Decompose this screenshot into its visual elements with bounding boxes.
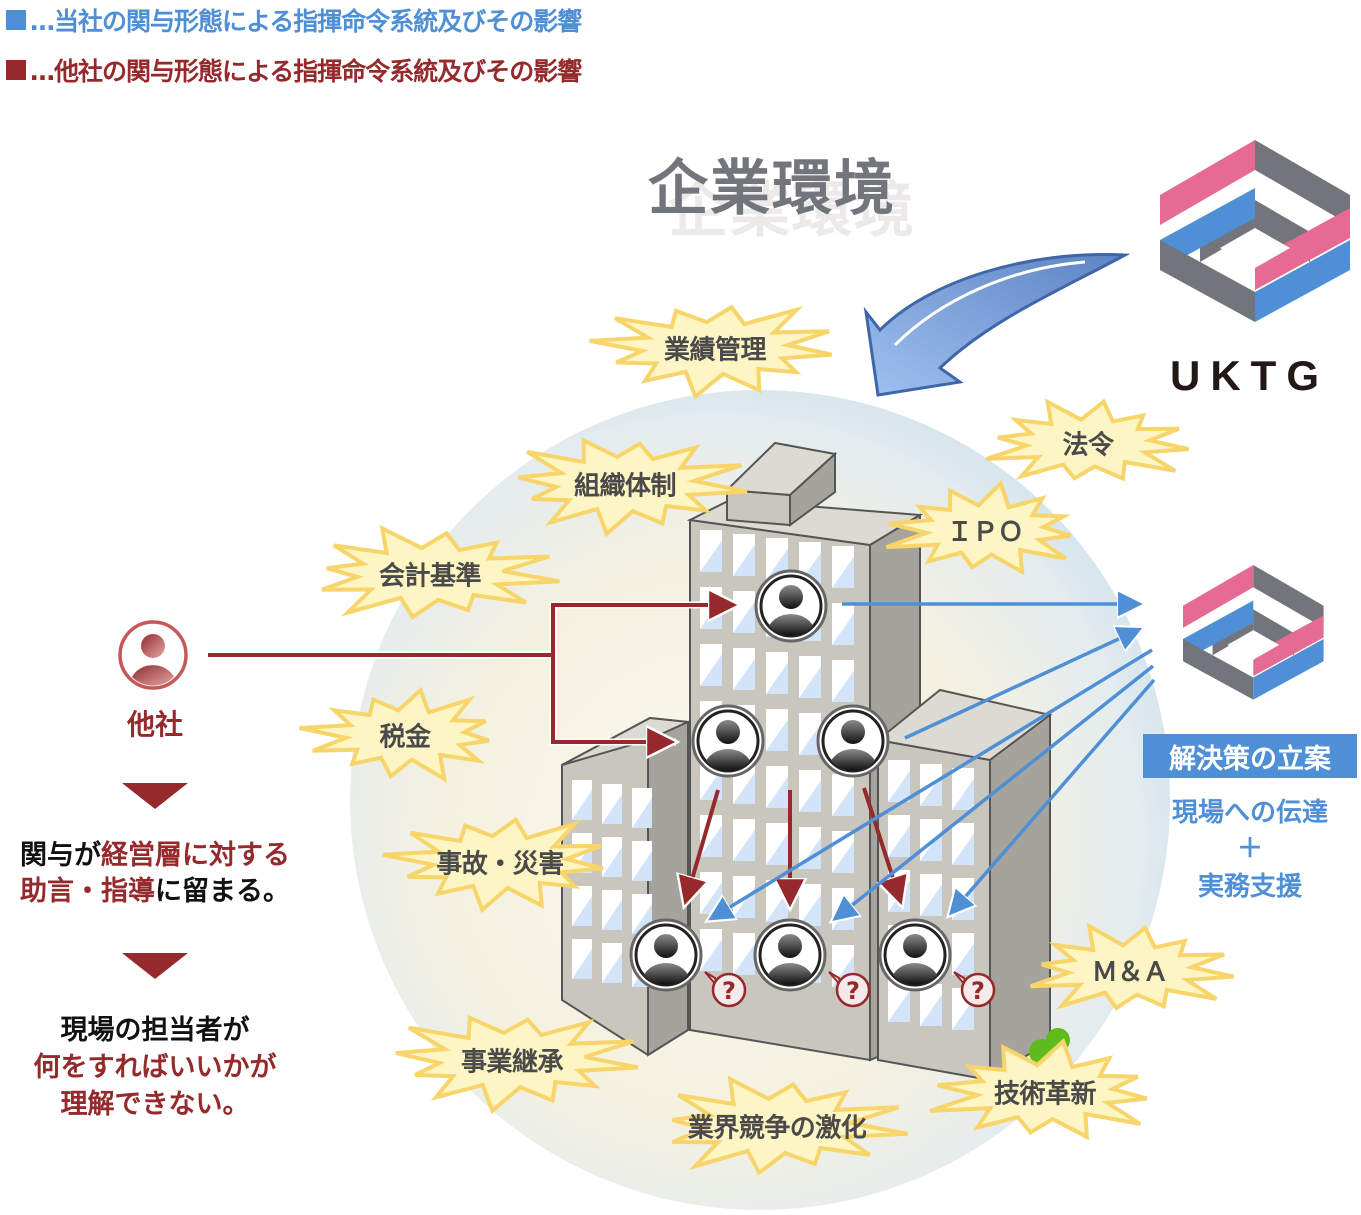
solution-line-1: 現場への伝達 [1171, 798, 1328, 828]
other-company-avatar [118, 620, 188, 690]
down-triangle-icon [122, 953, 188, 979]
factor-label-tax: 税金 [379, 722, 431, 753]
red-arrow-to-manager-top [208, 605, 732, 657]
step1-text-part: 関与が [20, 840, 101, 871]
uktg-logo-icon [1160, 140, 1350, 322]
burst-performance [589, 304, 833, 400]
burst-accident [382, 816, 604, 914]
step1-text-part-highlight: 経営層 [101, 840, 182, 871]
factor-label-accident: 事故・災害 [436, 849, 564, 880]
person-manager-top-avatar-icon [754, 569, 828, 643]
uktg-logo-small-icon [1183, 565, 1324, 700]
factor-label-performance: 業績管理 [663, 335, 767, 366]
other-company-command-lines [208, 605, 900, 902]
factor-label-innovation: 技術革新 [993, 1079, 1097, 1110]
factor-label-laws: 法令 [1062, 430, 1114, 461]
solution-badge: 解決策の立案 [1143, 734, 1357, 778]
blue-arrow-uktg-to-staff-1 [712, 648, 1153, 918]
blue-arrow-right-manager-to-uktg [904, 630, 1138, 740]
burst-ma [1030, 922, 1235, 1011]
step2-line-3: 理解できない。 [60, 1089, 250, 1120]
uktg-wordmark: UKTG [1170, 352, 1329, 399]
other-company-step1-text: 関与が経営層に対する 助言・指導に留まる。 [0, 838, 310, 910]
office-buildings [561, 441, 1070, 1082]
question-bubble-icon: ? [704, 971, 747, 1008]
curved-arrow-icon [863, 252, 1131, 397]
burst-competition [671, 1075, 908, 1176]
factor-label-ma: Ｍ＆Ａ [1091, 957, 1169, 988]
question-bubble-icon: ? [953, 971, 996, 1008]
down-triangle-icon [122, 783, 188, 809]
factor-label-organization: 組織体制 [573, 471, 677, 502]
other-company-label: 他社 [126, 708, 183, 741]
red-arrow-to-manager-left [551, 655, 670, 742]
person-manager-left-avatar-icon [691, 704, 765, 778]
blue-arrow-uktg-to-staff-2 [836, 664, 1155, 918]
svg-text:?: ? [722, 977, 736, 1005]
svg-text:?: ? [846, 977, 860, 1005]
legend-item-own-company: …当社の関与形態による指揮命令系統及びその影響 [6, 2, 582, 38]
burst-innovation [929, 1037, 1148, 1141]
burst-ipo [885, 479, 1072, 576]
step1-text-part-highlight: 助言・指導 [20, 876, 155, 907]
red-arrow-down-1 [686, 789, 720, 900]
solution-line-2: 実務支援 [1197, 872, 1302, 902]
legend-item-other-company: …他社の関与形態による指揮命令系統及びその影響 [6, 52, 582, 88]
red-arrow-down-3 [862, 787, 900, 900]
person-staff-2-avatar-icon [753, 918, 827, 992]
person-staff-1-avatar-icon [629, 918, 703, 992]
factor-label-ipo: ＩＰＯ [946, 517, 1024, 548]
own-company-command-lines [712, 604, 1156, 918]
burst-accounting [321, 524, 560, 620]
burst-laws [985, 398, 1190, 482]
blue-arrow-uktg-to-staff-3 [952, 678, 1156, 912]
legend-red-square-icon [6, 60, 26, 80]
step2-line-2: 何をすればいいかが [33, 1052, 277, 1083]
factor-label-competition: 業界競争の激化 [687, 1113, 867, 1144]
legend-blue-square-icon [6, 10, 26, 30]
person-manager-right-avatar-icon [816, 704, 890, 778]
svg-text:?: ? [971, 977, 985, 1005]
solution-plus: ＋ [1236, 834, 1263, 864]
question-bubble-icon: ? [828, 971, 871, 1008]
person-staff-3-avatar-icon [878, 918, 952, 992]
burst-tax [299, 686, 490, 783]
factor-label-succession: 事業継承 [460, 1047, 564, 1078]
burst-succession [395, 1014, 639, 1115]
legend-text-own-company: …当社の関与形態による指揮命令系統及びその影響 [30, 7, 582, 36]
headline-shadow: 企業環境 [668, 176, 916, 246]
page-title: 企業環境 [648, 154, 896, 224]
other-company-step2-text: 現場の担当者が 何をすればいいかが 理解できない。 [0, 1012, 310, 1123]
step1-text-part-highlight: に対する [182, 840, 290, 871]
step2-line-1: 現場の担当者が [60, 1015, 250, 1046]
step1-text-part: に留まる。 [155, 876, 290, 907]
burst-organization [518, 437, 748, 538]
factor-label-accounting: 会計基準 [378, 561, 482, 592]
legend-text-other-company: …他社の関与形態による指揮命令系統及びその影響 [30, 57, 582, 86]
